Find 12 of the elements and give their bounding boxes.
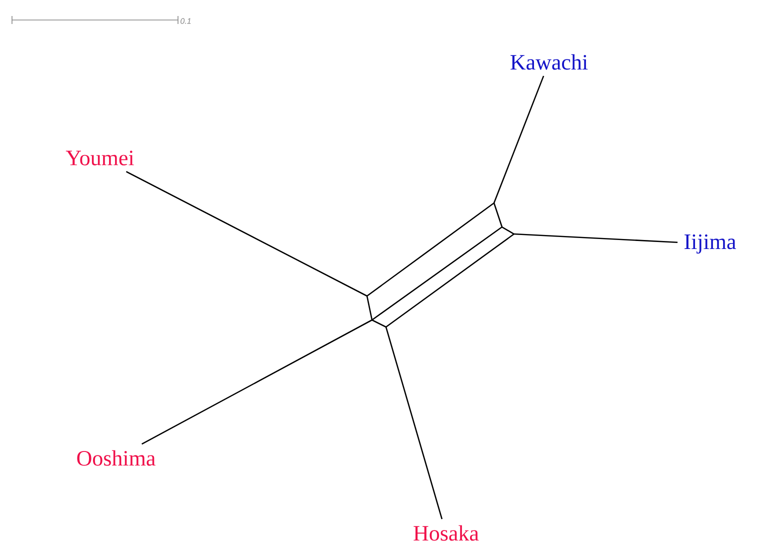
taxon-label: Hosaka: [414, 525, 479, 541]
taxon-label: Kawachi: [510, 54, 588, 70]
taxon-label: Ooshima: [77, 450, 156, 466]
taxon-label: Iijima: [684, 234, 736, 254]
branch-line: [126, 171, 368, 297]
branch-line: [385, 326, 443, 520]
taxon-label: Youmei: [66, 150, 134, 166]
branch-line: [514, 233, 678, 243]
scale-label: 0.1: [180, 18, 191, 24]
branch-line: [142, 319, 372, 445]
branch-line: [493, 76, 544, 204]
split-network-drawing: [366, 202, 515, 328]
